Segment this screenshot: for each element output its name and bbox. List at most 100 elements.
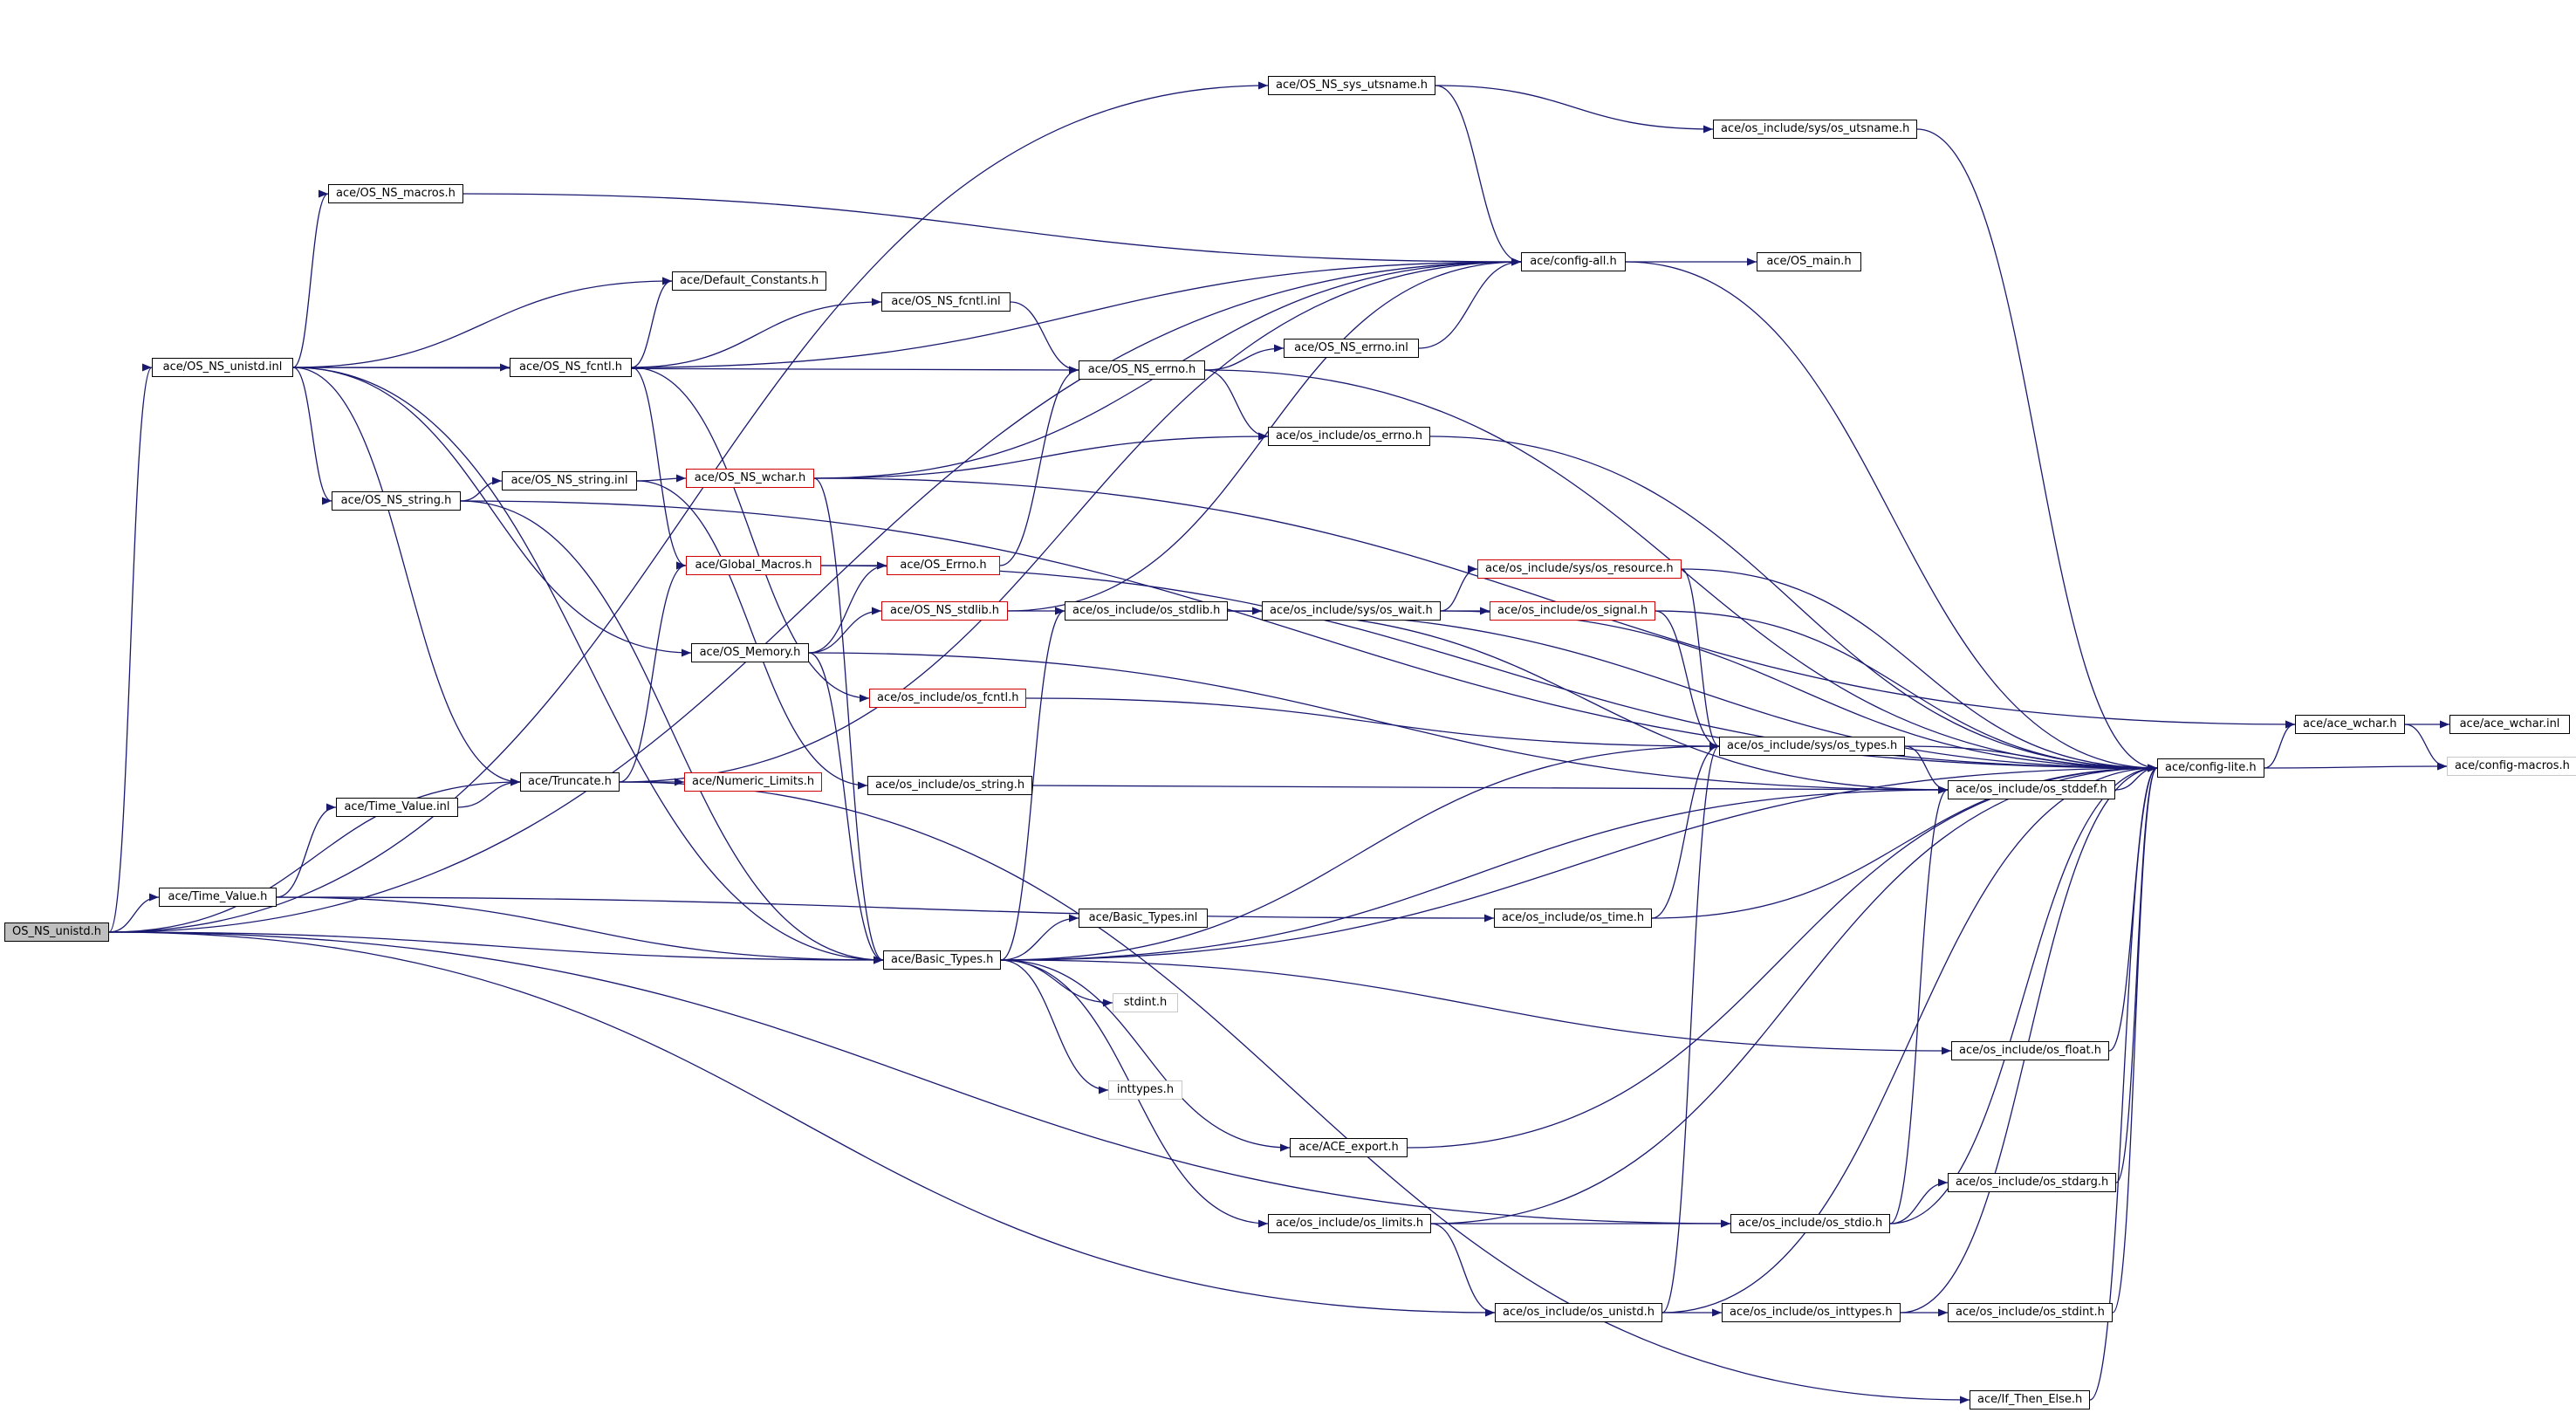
arrowhead-fcntl-to-fcntlinl [872,298,881,306]
node-oserrnoclass[interactable]: ace/OS_Errno.h [887,556,1000,575]
arrowhead-stringinl-to-osstring [858,781,867,790]
arrowhead-bt-to-stdint [1103,998,1113,1007]
node-osunistd[interactable]: ace/os_include/os_unistd.h [1495,1303,1663,1322]
edge-string-to-bt [460,500,884,961]
edge-truncate-to-ifthenelse [619,781,1970,1401]
node-resource[interactable]: ace/os_include/sys/os_resource.h [1477,559,1682,579]
edge-fcntl-to-defconst [631,280,673,368]
node-string[interactable]: ace/OS_NS_string.h [332,491,461,511]
node-tv[interactable]: ace/Time_Value.h [159,888,277,907]
node-macros[interactable]: ace/OS_NS_macros.h [328,184,463,203]
edge-oslimits-to-configlite [1430,767,2158,1224]
edge-stdlib-to-configall [1007,261,1522,612]
arrowhead-memory-to-stdlib [872,607,881,615]
edge-unistdinl-to-bt [292,367,884,961]
node-globalmacros[interactable]: ace/Global_Macros.h [686,556,821,575]
edge-osstdint-to-configlite [2112,767,2158,1314]
node-wchar[interactable]: ace/OS_NS_wchar.h [686,469,814,488]
arrowhead-root-to-unistdinl [142,363,152,372]
edge-oswait-to-resource [1440,568,1478,612]
node-ostime[interactable]: ace/os_include/os_time.h [1494,909,1653,928]
edge-unistdinl-to-memory [292,367,692,654]
edge-acewchar-to-configmacros [2404,724,2448,767]
edge-root-to-bt [108,931,884,961]
edge-unistdinl-to-errno [292,367,1079,371]
node-errno[interactable]: ace/OS_NS_errno.h [1079,360,1205,380]
edge-oserrnoclass-to-errno [999,369,1079,566]
node-osmain[interactable]: ace/OS_main.h [1757,252,1861,271]
edge-ostypes-to-configlite [1904,745,2158,769]
arrowhead-root-to-tv [149,893,159,902]
node-utsname[interactable]: ace/OS_NS_sys_utsname.h [1268,76,1436,95]
arrowhead-ifthenelse-to-configlite [2148,764,2157,772]
arrowhead-bt-to-oslimits [1258,1219,1268,1228]
edge-root-to-osstdio [108,931,1731,1224]
node-oslimits[interactable]: ace/os_include/os_limits.h [1268,1214,1432,1233]
arrowhead-oswait-to-ossignal [1480,607,1490,615]
node-btinl[interactable]: ace/Basic_Types.inl [1079,909,1208,928]
node-osfloat[interactable]: ace/os_include/os_float.h [1951,1041,2110,1060]
edge-bt-to-configlite [1000,767,2158,961]
node-oswait[interactable]: ace/os_include/sys/os_wait.h [1262,601,1441,621]
node-inttypes[interactable]: inttypes.h [1108,1080,1182,1100]
node-osfcntl[interactable]: ace/os_include/os_fcntl.h [869,689,1027,708]
node-osstring[interactable]: ace/os_include/os_string.h [867,776,1033,795]
node-truncate[interactable]: ace/Truncate.h [520,772,620,792]
edge-bt-to-ostypes [1000,745,1720,961]
node-stdint[interactable]: stdint.h [1113,993,1178,1012]
node-ostypes[interactable]: ace/os_include/sys/os_types.h [1719,737,1906,756]
node-osstdint[interactable]: ace/os_include/os_stdint.h [1948,1303,2113,1322]
node-configlite[interactable]: ace/config-lite.h [2157,758,2264,778]
node-errnoinl[interactable]: ace/OS_NS_errno.inl [1284,339,1419,358]
edge-ifthenelse-to-configlite [2089,767,2158,1401]
arrowhead-tv-to-tvinl [326,803,336,812]
arrowhead-string-to-stringinl [492,477,502,485]
arrowhead-fcntl-to-defconst [662,277,672,285]
arrowhead-oserrnoclass-to-errno [1069,366,1079,374]
node-osstdlib[interactable]: ace/os_include/os_stdlib.h [1065,601,1229,621]
edge-unistdinl-to-truncate [292,367,521,783]
arrowhead-oswait-to-resource [1468,565,1477,573]
arrowhead-osunistd-to-ostypes [1709,742,1719,751]
node-acewchar[interactable]: ace/ace_wchar.h [2295,715,2405,734]
node-osstdio[interactable]: ace/os_include/os_stdio.h [1730,1214,1891,1233]
node-acewcharinl[interactable]: ace/ace_wchar.inl [2449,715,2570,734]
node-aceexport[interactable]: ace/ACE_export.h [1290,1138,1408,1157]
edge-root-to-truncate [108,781,521,933]
node-os_utsname[interactable]: ace/os_include/sys/os_utsname.h [1713,120,1918,139]
node-configmacros[interactable]: ace/config-macros.h [2447,757,2576,776]
edge-aceexport-to-configlite [1407,767,2158,1149]
node-osinttypes[interactable]: ace/os_include/os_inttypes.h [1722,1303,1901,1322]
node-ifthenelse[interactable]: ace/If_Then_Else.h [1970,1390,2091,1410]
node-stdlib[interactable]: ace/OS_NS_stdlib.h [881,601,1008,621]
node-unistdinl[interactable]: ace/OS_NS_unistd.inl [152,358,293,377]
edge-memory-to-stdlib [808,610,882,654]
node-osstddef[interactable]: ace/os_include/os_stddef.h [1948,780,2115,799]
edge-wchar-to-acewchar [813,477,2296,725]
node-osstdarg[interactable]: ace/os_include/os_stdarg.h [1948,1173,2117,1192]
arrowhead-osunistd-to-osinttypes [1712,1308,1722,1317]
node-oserrno[interactable]: ace/os_include/os_errno.h [1268,427,1430,446]
node-fcntl[interactable]: ace/OS_NS_fcntl.h [510,358,632,377]
node-fcntlinl[interactable]: ace/OS_NS_fcntl.inl [881,292,1011,312]
edge-truncate-to-configall [619,261,1522,783]
node-bt[interactable]: ace/Basic_Types.h [883,950,1002,970]
edge-oserrno-to-configlite [1429,436,2158,769]
node-ossignal[interactable]: ace/os_include/os_signal.h [1490,601,1656,621]
node-root[interactable]: OS_NS_unistd.h [4,923,110,942]
node-tvinl[interactable]: ace/Time_Value.inl [336,798,458,817]
edge-root-to-unistdinl [108,367,153,933]
arrowhead-osstdio-to-osstdarg [1938,1178,1948,1187]
node-defconst[interactable]: ace/Default_Constants.h [672,271,827,291]
arrowhead-bt-to-osstdlib [1055,607,1065,615]
node-memory[interactable]: ace/OS_Memory.h [691,643,809,662]
edge-ossignal-to-configlite [1655,610,2158,769]
node-stringinl[interactable]: ace/OS_NS_string.inl [502,471,637,490]
node-configall[interactable]: ace/config-all.h [1521,252,1626,271]
edge-tv-to-ostime [276,896,1495,919]
arrowhead-stringinl-to-wchar [676,474,686,483]
arrowhead-tv-to-ostime [1484,914,1494,923]
edge-fcntl-to-globalmacros [631,367,687,566]
node-numlimits[interactable]: ace/Numeric_Limits.h [684,772,823,792]
edge-bt-to-aceexport [1000,959,1291,1149]
